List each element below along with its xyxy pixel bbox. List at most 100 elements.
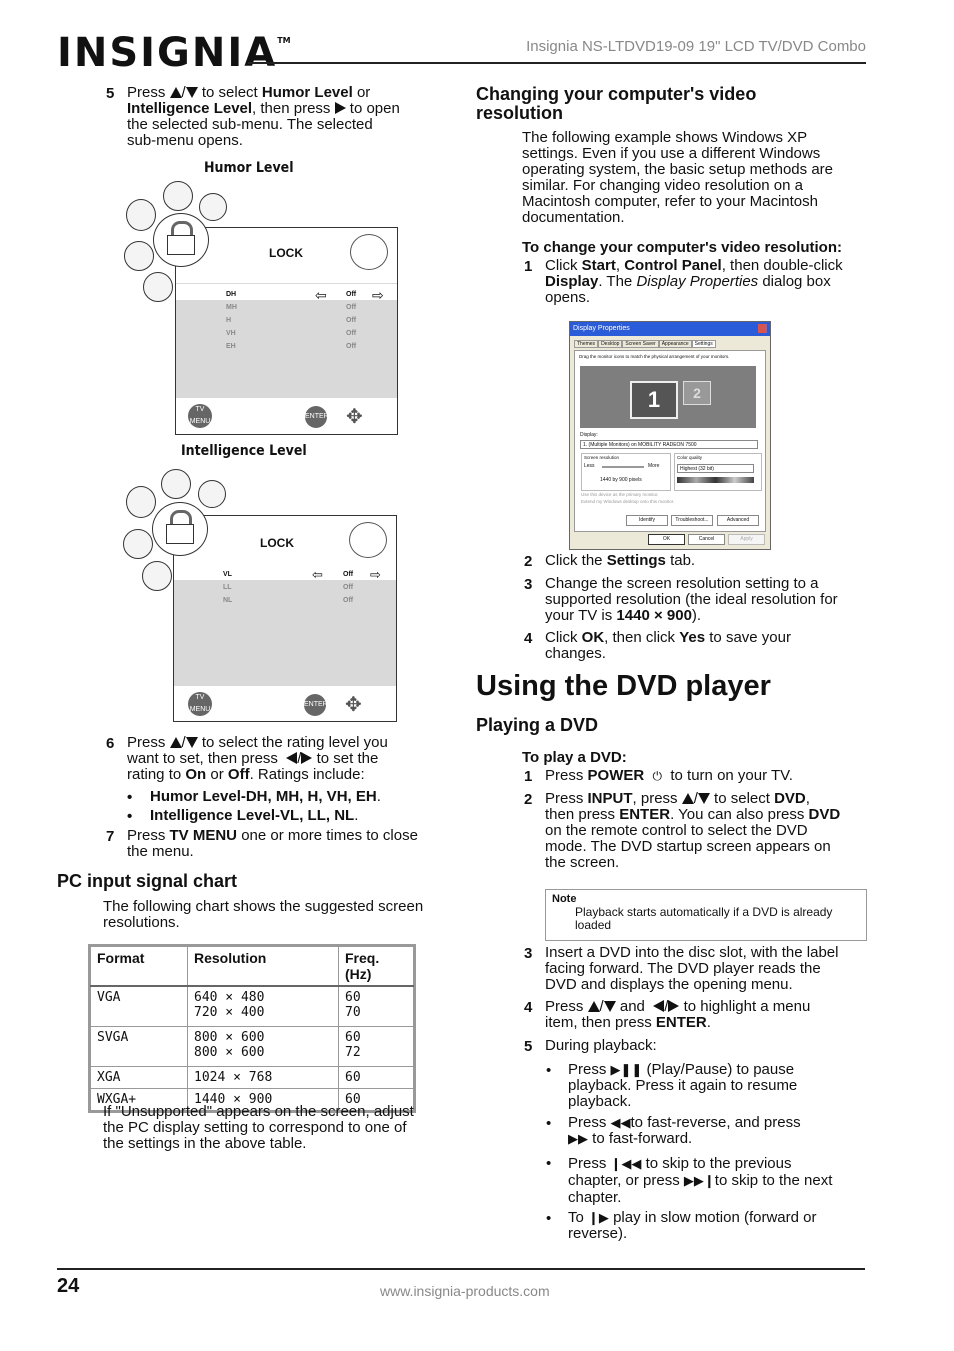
dvd-step2-text: Press INPUT, press / to select DVD, then…: [545, 790, 841, 871]
resolution-group: [581, 453, 671, 491]
display-label: Display:: [580, 432, 598, 438]
menu-row-value: Off: [343, 584, 354, 591]
menu-row-label: MH: [226, 304, 237, 311]
playback-bullet: Press ◀◀to fast-reverse, and press▶▶ to …: [568, 1114, 801, 1147]
step-number: 1: [524, 768, 533, 785]
footer-rule: [57, 1268, 865, 1270]
left-arrow-icon: ⇦: [312, 567, 323, 582]
menu-row-value: Off: [343, 597, 354, 604]
display-select: 1. (Multiple Monitors) on MOBILITY RADEO…: [580, 440, 758, 449]
pc-resolution-table: Format Resolution Freq. (Hz) VGA 640 × 4…: [88, 944, 416, 1113]
step7-text: Press TV MENU one or more times to close…: [127, 827, 418, 860]
bullet-text: Humor Level-DH, MH, H, VH, EH.: [150, 788, 381, 805]
enter-button-icon: ENTER: [304, 694, 328, 716]
tv-menu-button-icon: TV MENU: [188, 692, 212, 716]
tv-menu-button-icon: TV MENU: [188, 404, 212, 428]
down-arrow-icon: [697, 793, 710, 804]
table-cell: 60: [338, 1065, 414, 1089]
up-arrow-icon: [169, 737, 182, 748]
skip-next-icon: ▶▶❙: [683, 1173, 715, 1188]
advanced-button[interactable]: Advanced: [717, 515, 759, 526]
window-title: Display Properties: [570, 322, 770, 336]
ok-button[interactable]: OK: [648, 534, 685, 545]
right-arrow-icon: [668, 1000, 680, 1012]
up-arrow-icon: [681, 793, 694, 804]
procedure-title: To change your computer's video resoluti…: [522, 239, 842, 256]
bullet-text: Intelligence Level-VL, LL, NL.: [150, 807, 359, 824]
footer-url[interactable]: www.insignia-products.com: [380, 1283, 550, 1299]
section-heading: Playing a DVD: [476, 715, 599, 735]
bullet: •: [546, 1155, 552, 1172]
bullet: •: [546, 1115, 552, 1132]
fast-forward-icon: ▶▶: [568, 1131, 588, 1146]
bullet: •: [127, 808, 133, 825]
color-group: [674, 453, 762, 491]
step-number: 5: [524, 1038, 533, 1055]
step2-text: Click the Settings tab.: [545, 552, 696, 569]
down-arrow-icon: [185, 737, 198, 748]
dpad-icon: ✥: [346, 406, 363, 428]
dvd-step4-text: Press / and / to highlight a menu item, …: [545, 998, 811, 1031]
menu-row-value: Off: [346, 343, 357, 350]
lock-icon: [152, 502, 208, 556]
resolution-slider: [602, 466, 644, 468]
table-cell: VGA: [90, 985, 188, 1027]
column-header: Freq. (Hz): [338, 946, 414, 987]
menu-row-value: Off: [346, 304, 357, 311]
up-arrow-icon: [587, 1001, 600, 1012]
dvd-step5-text: During playback:: [545, 1037, 657, 1054]
menu-row-label: VL: [223, 571, 232, 578]
cancel-button[interactable]: Cancel: [688, 534, 725, 545]
step-number: 3: [524, 576, 533, 593]
menu-row-label: LL: [223, 584, 232, 591]
menu-row-value: Off: [346, 291, 357, 298]
dvd-step1-text: Press POWER ⏻ to turn on your TV.: [545, 767, 793, 784]
menu-title: LOCK: [260, 536, 294, 550]
header-title: Insignia NS-LTDVD19-09 19" LCD TV/DVD Co…: [526, 38, 866, 55]
globe-icon: [161, 469, 191, 499]
tools-icon: [142, 561, 172, 591]
up-arrow-icon: [169, 87, 182, 98]
menu-panel: LOCK DH Off ⇦ ⇨ MH Off H Off VH Off EH O…: [175, 227, 398, 435]
step-number: 6: [106, 735, 115, 752]
table-cell: 1024 × 768: [187, 1065, 339, 1089]
step1-text: Click Start, Control Panel, then double-…: [545, 257, 843, 306]
music-icon: [126, 486, 156, 518]
left-arrow-icon: [286, 752, 298, 764]
header-rule: [248, 62, 866, 64]
bullet: •: [127, 789, 133, 806]
play-pause-icon: ▶❚❚: [610, 1062, 643, 1077]
color-label: Color quality: [677, 455, 703, 460]
menu-row-label: VH: [226, 330, 236, 337]
right-arrow-icon: ⇨: [370, 567, 381, 582]
checkbox-label: Use this device as the primary monitor.: [581, 492, 659, 497]
apply-button[interactable]: Apply: [728, 534, 765, 545]
insignia-logo: INSIGNIATM: [57, 30, 291, 76]
res-label: Screen resolution: [584, 455, 620, 460]
playback-bullet: Press ❙◀◀ to skip to the previous chapte…: [568, 1155, 833, 1206]
step-number: 4: [524, 999, 533, 1016]
paragraph: The following chart shows the suggested …: [103, 898, 424, 931]
pixels-label: 1440 by 900 pixels: [600, 477, 642, 483]
note-text: Playback starts automatically if a DVD i…: [575, 905, 833, 932]
paragraph: If "Unsupported" appears on the screen, …: [103, 1103, 414, 1152]
left-arrow-icon: [653, 1000, 665, 1012]
tools-icon: [143, 272, 173, 302]
settings-icon: [350, 234, 388, 270]
step3-text: Change the screen resolution setting to …: [545, 575, 838, 624]
column-header: Resolution: [187, 946, 339, 987]
troubleshoot-button[interactable]: Troubleshoot...: [671, 515, 713, 526]
step-number: 5: [106, 85, 115, 102]
step-number: 3: [524, 945, 533, 962]
identify-button[interactable]: Identify: [626, 515, 668, 526]
figure-caption: Intelligence Level: [181, 443, 307, 459]
